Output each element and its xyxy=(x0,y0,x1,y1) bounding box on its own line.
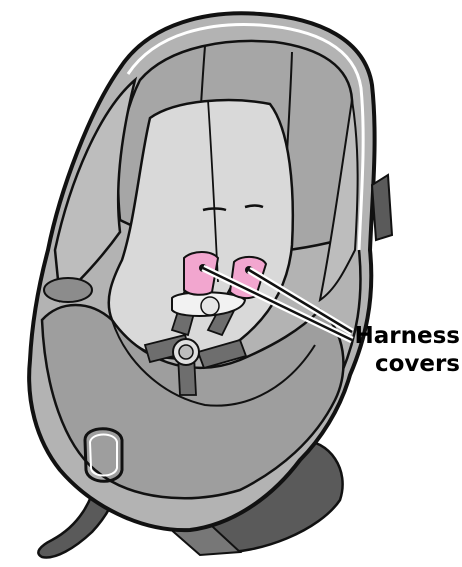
buckle-icon xyxy=(173,339,199,365)
harness-covers-callout: Harness covers xyxy=(335,322,460,378)
cupholder-left xyxy=(44,278,92,302)
callout-line-1: Harness xyxy=(335,322,460,350)
callout-line-2: covers xyxy=(335,350,460,378)
side-handle xyxy=(372,175,392,240)
